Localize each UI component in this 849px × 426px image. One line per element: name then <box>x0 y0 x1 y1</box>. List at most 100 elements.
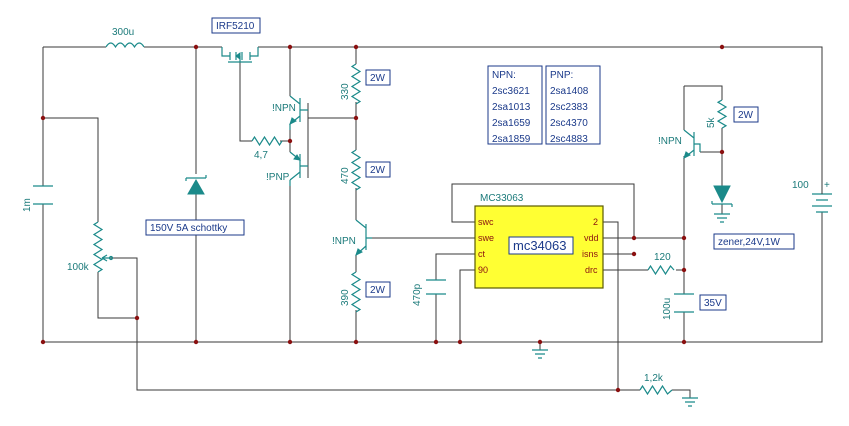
resistor-330-power: 2W <box>370 73 386 84</box>
schottky-label: 150V 5A schottky <box>150 223 227 234</box>
resistor-1k2: 1,2k <box>639 373 673 396</box>
pnp-table-item: 2sc4883 <box>550 134 588 145</box>
pnp1-label: !PNP <box>266 172 290 183</box>
inductor-300u: 300u <box>105 27 145 49</box>
mosfet-label-box <box>211 17 261 34</box>
npn-table-header: NPN: <box>492 70 516 81</box>
ground-symbol-main <box>532 349 548 359</box>
resistor-5k-label: 5k <box>706 116 717 128</box>
chip-pin-drc: drc <box>585 265 598 275</box>
resistor-330-power-box <box>365 69 391 86</box>
junction-dot <box>719 149 725 155</box>
capacitor-100u-voltage: 35V <box>704 298 722 309</box>
wire-pin2 <box>603 221 619 390</box>
junction-dot <box>537 339 543 345</box>
mosfet-label: IRF5210 <box>216 21 255 32</box>
pnp-table-item: 2sc2383 <box>550 102 588 113</box>
chip-pin-vdd: vdd <box>584 233 599 243</box>
potentiometer-label: 100k <box>67 262 90 273</box>
junction-dot <box>193 44 199 50</box>
chip-name-box <box>508 236 574 255</box>
npn3-label: !NPN <box>658 136 682 147</box>
npn-transistor-1: !NPN <box>272 95 308 130</box>
resistor-gate-4r7: 4,7 <box>251 135 283 161</box>
chip-pin-swe: swe <box>478 233 494 243</box>
npn-table-item: 2sc3621 <box>492 86 530 97</box>
chip-pin-ct: ct <box>478 249 486 259</box>
resistor-470-power-box <box>365 161 391 178</box>
zener-label: zener,24V,1W <box>718 237 780 248</box>
capacitor-100u-label: 100u <box>662 298 673 320</box>
potentiometer-100k: 100k <box>67 221 114 273</box>
pnp-table-item: 2sc4370 <box>550 118 588 129</box>
junction-dot <box>615 387 621 393</box>
zener-diode: zener,24V,1W <box>711 185 795 250</box>
junction-dot <box>134 315 140 321</box>
npn1-label: !NPN <box>272 103 296 114</box>
npn-table-item: 2sa1659 <box>492 118 531 129</box>
wire-gnd-pin <box>459 269 475 342</box>
schottky-label-box <box>145 219 245 236</box>
junction-dot <box>40 339 46 345</box>
schottky-diode: 150V 5A schottky <box>145 175 245 236</box>
resistor-330: 330 2W <box>340 63 391 105</box>
resistor-1k2-label: 1,2k <box>644 373 664 384</box>
junction-dot <box>457 339 463 345</box>
junction-dot <box>193 339 199 345</box>
resistor-470-label: 470 <box>340 167 351 184</box>
capacitor-100u: 100u 35V <box>662 293 727 320</box>
junction-dot <box>681 267 687 273</box>
junction-dot <box>353 339 359 345</box>
npn-table-item: 2sa1859 <box>492 134 531 145</box>
battery-100: 100 + <box>792 180 832 213</box>
wire-swc-loop <box>451 183 635 238</box>
wire-mosfet-gate <box>239 62 290 142</box>
junction-dot <box>287 138 293 144</box>
wire-top-rail-right <box>258 46 823 180</box>
junction-dot <box>353 44 359 50</box>
ground-symbols <box>532 213 730 407</box>
inductor-label: 300u <box>112 27 134 38</box>
chip-pin-2: 2 <box>593 217 598 227</box>
npn2-label: !NPN <box>332 236 356 247</box>
junction-dot <box>631 251 637 257</box>
capacitor-1m: 1m <box>22 185 53 212</box>
ground-symbol-zener <box>714 213 730 223</box>
chip-pin-swc: swc <box>478 217 494 227</box>
npn-transistor-3: !NPN <box>658 129 701 159</box>
resistor-470: 470 2W <box>340 149 391 191</box>
resistor-120-label: 120 <box>654 252 671 263</box>
capacitor-470p: 470p <box>412 279 446 306</box>
resistor-470-power: 2W <box>370 165 386 176</box>
resistor-330-label: 330 <box>340 83 351 100</box>
chip-name: mc34063 <box>513 238 566 253</box>
resistor-390-power: 2W <box>370 285 386 296</box>
battery-plus: + <box>824 180 830 191</box>
pnp-table-item: 2sa1408 <box>550 86 589 97</box>
wire-driver-column <box>289 47 356 342</box>
wire-bottom-rail <box>43 212 823 343</box>
chip-pin-gnd: 90 <box>478 265 488 275</box>
junction-dot <box>631 235 637 241</box>
wire-output-column <box>683 85 723 342</box>
capacitor-100u-voltage-box <box>699 294 727 311</box>
junction-dot <box>287 339 293 345</box>
resistor-390-power-box <box>365 281 391 298</box>
capacitor-470p-label: 470p <box>412 283 423 306</box>
pnp-table-box <box>545 65 601 145</box>
junction-dot <box>433 339 439 345</box>
ground-symbol-1k2 <box>682 397 698 407</box>
resistor-390-label: 390 <box>340 289 351 306</box>
junction-dot <box>681 235 687 241</box>
resistor-5k-power: 2W <box>738 110 754 121</box>
junction-dot <box>287 44 293 50</box>
chip-mc33063: MC33063 mc34063 swc swe ct 90 2 vdd isns… <box>474 193 604 289</box>
zener-label-box <box>713 233 795 250</box>
npn-table-box <box>487 65 543 145</box>
npn-transistor-2: !NPN <box>332 219 372 256</box>
resistor-390: 390 2W <box>340 271 391 313</box>
wire-ct <box>435 253 475 342</box>
battery-label: 100 <box>792 180 809 191</box>
chip-pin-isns: isns <box>582 249 599 259</box>
